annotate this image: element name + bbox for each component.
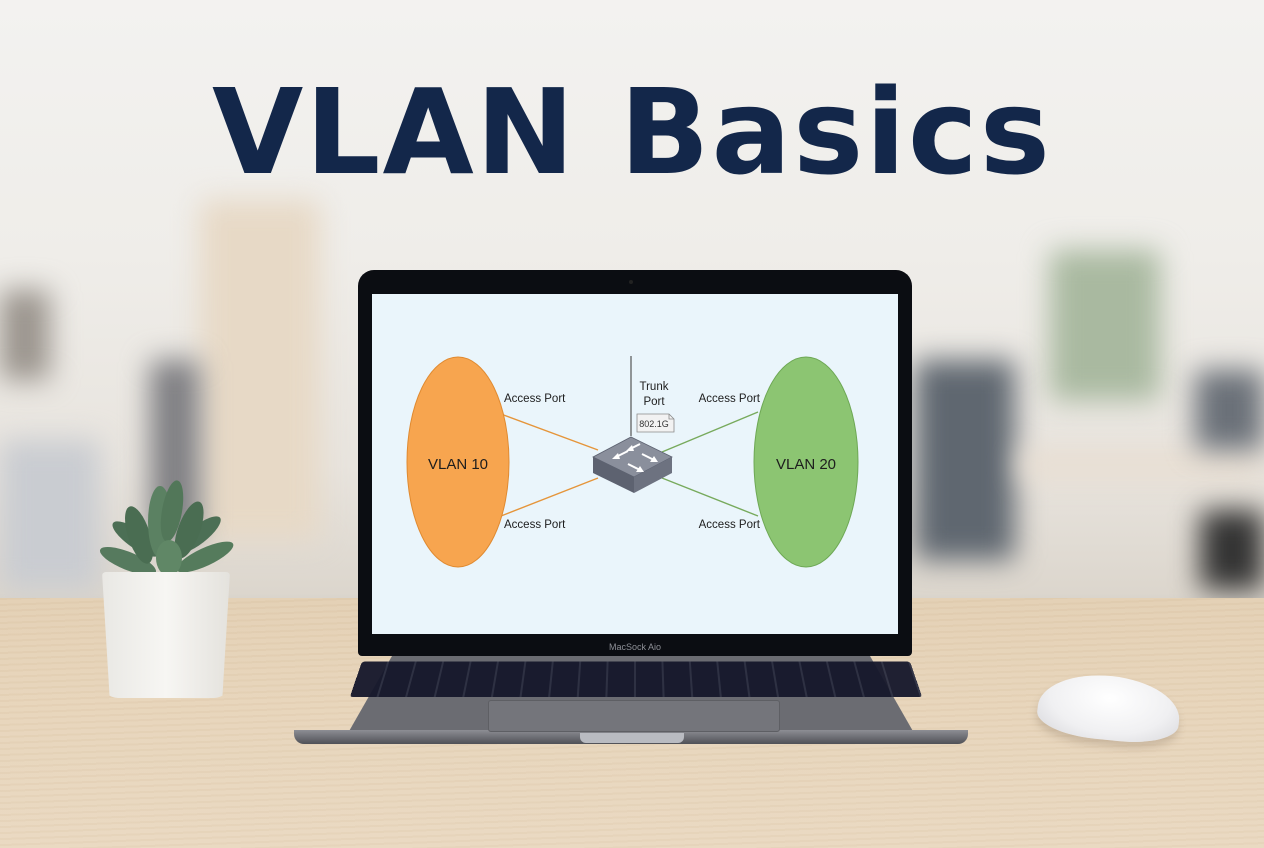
keyboard[interactable] [349,661,923,698]
vlan-10-group[interactable] [406,356,510,568]
laptop-brand-label: MacSock Aio [608,642,662,652]
vlan-tag-note-icon [636,413,675,433]
plant-pot [102,572,230,698]
access-port-label: Access Port [504,519,566,531]
link-vlan10-bottom [500,477,599,517]
vlan-diagram: VLAN 10 VLAN 20 Access Port Access Port … [406,356,859,568]
access-port-label: Access Port [699,519,761,531]
network-switch-icon[interactable] [592,436,673,493]
vlan-10-label: VLAN 10 [428,456,488,473]
lid-notch [580,733,684,743]
blurred-cabinet [0,440,100,590]
trunk-label-line1: Trunk [640,381,669,393]
access-port-label: Access Port [699,393,761,405]
blurred-chair-right [915,360,1015,560]
vlan-20-label: VLAN 20 [776,456,836,473]
blurred-frame [0,290,50,380]
laptop-screen: VLAN 10 VLAN 20 Access Port Access Port … [372,294,898,634]
blurred-monitor [1195,370,1264,450]
link-vlan10-top [500,413,599,451]
access-port-label: Access Port [504,393,566,405]
vlan-20-group[interactable] [753,356,859,568]
link-vlan20-bottom [661,477,759,517]
vlan-tag-label: 802.1G [639,419,669,429]
blurred-dark-right [1200,510,1264,590]
page-title: VLAN Basics [211,63,1053,201]
switch-arrows-icon [612,443,658,472]
blurred-table [1020,450,1264,480]
trackpad[interactable] [488,700,780,732]
blurred-plant [1050,250,1160,400]
link-vlan20-top [661,411,759,453]
leaf [156,540,182,576]
camera-icon [629,280,633,284]
trunk-label-line2: Port [643,396,665,408]
blurred-door [200,200,320,540]
